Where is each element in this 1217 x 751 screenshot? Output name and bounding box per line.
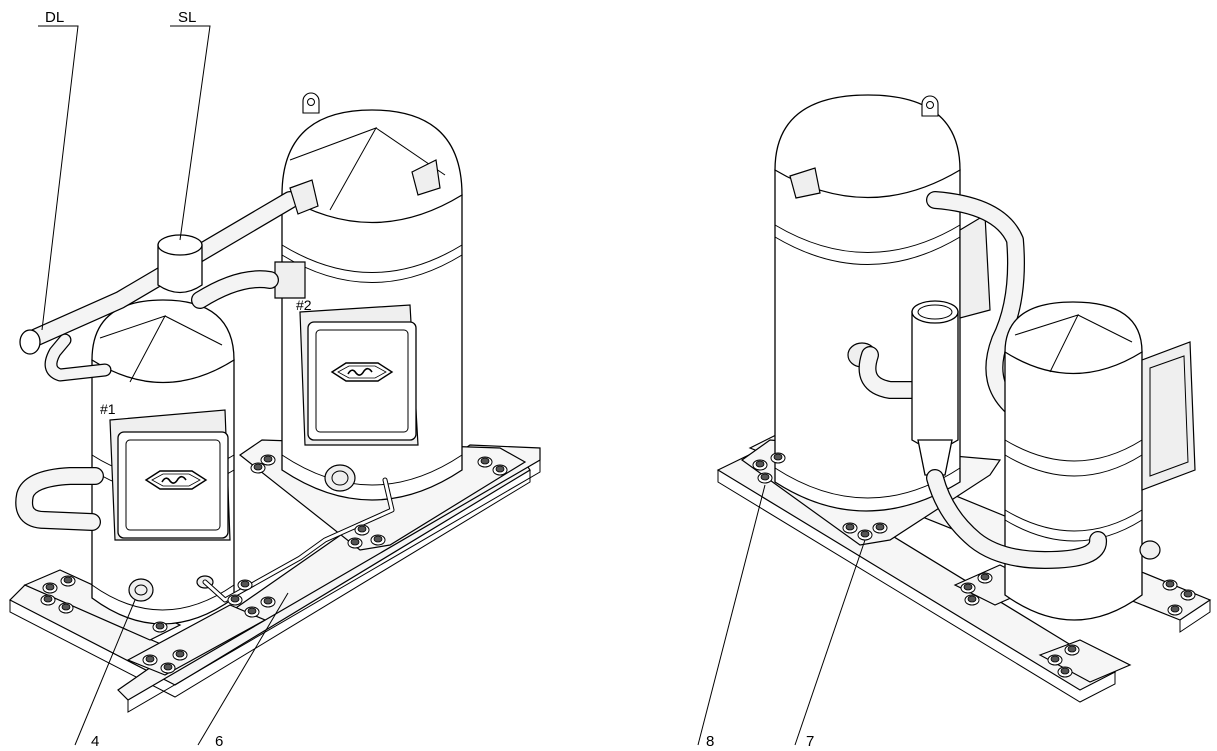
dl-label: DL — [45, 9, 64, 26]
right-assembly-view: 8 7 — [697, 94, 1212, 750]
compressor-1: #1 — [91, 299, 235, 625]
item-7-label: 7 — [806, 733, 814, 750]
sl-leader-line — [170, 25, 211, 241]
item-8-leader-line — [697, 484, 766, 746]
oil-equalization-line — [202, 477, 395, 603]
item-7-leader-line — [794, 539, 866, 746]
item-6-label: 6 — [215, 733, 223, 750]
left-assembly-view: #2 #1 — [8, 9, 541, 750]
suction-loop-1 — [15, 467, 104, 531]
compressor-1-label: #1 — [100, 401, 116, 417]
left-callouts: DL SL 4 6 — [38, 9, 289, 750]
bitzer-logo-icon — [331, 362, 393, 382]
right-callouts: 8 7 — [697, 484, 866, 750]
item-4-label: 4 — [91, 733, 99, 750]
compressor-2: #2 — [274, 92, 463, 501]
lifting-eye-icon — [302, 92, 320, 114]
compressor-1-rear — [1004, 301, 1196, 621]
lifting-eye-icon-2 — [921, 95, 939, 117]
compressor-2-rear — [774, 94, 991, 512]
item-8-label: 8 — [706, 733, 714, 750]
item-4-leader-line — [74, 599, 136, 746]
right-suction-tee — [858, 300, 1107, 569]
compressor-2-label: #2 — [296, 297, 312, 313]
dl-leader-line — [38, 25, 79, 331]
discharge-line — [19, 179, 319, 382]
bitzer-logo-icon-2 — [145, 470, 207, 490]
sl-label: SL — [178, 9, 196, 26]
item-6-leader-line — [197, 592, 289, 746]
suction-line — [157, 234, 279, 309]
